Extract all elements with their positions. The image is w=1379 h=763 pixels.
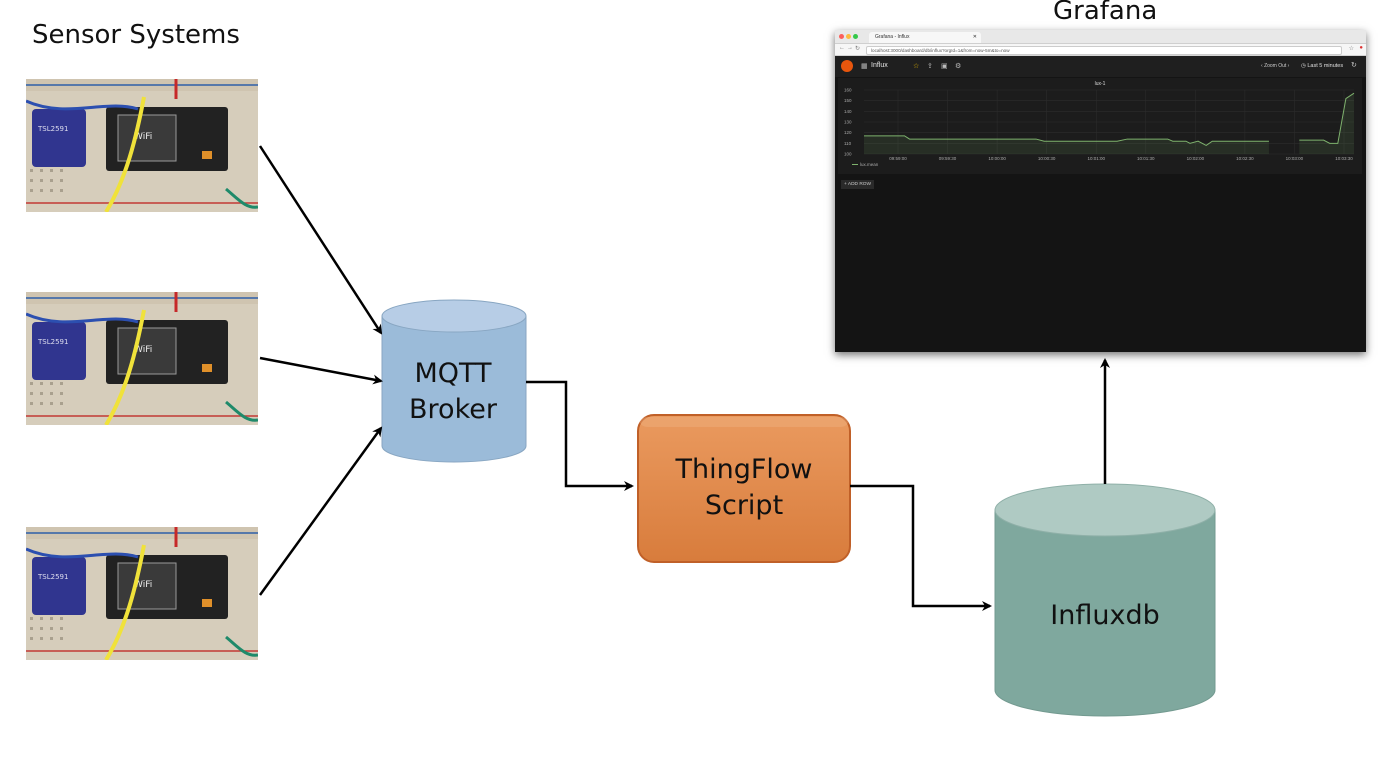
browser-tab-title: Grafana - Influx bbox=[875, 34, 910, 40]
lux-sensor-board bbox=[32, 322, 86, 380]
save-icon[interactable]: ▣ bbox=[941, 63, 948, 70]
maximize-window-icon[interactable] bbox=[853, 34, 858, 39]
share-icon[interactable]: ⇪ bbox=[927, 63, 933, 70]
influxdb-label: Influxdb bbox=[1050, 600, 1160, 631]
grafana-logo-icon[interactable] bbox=[841, 60, 853, 72]
series-area bbox=[864, 135, 1269, 154]
series-line-lux.mean bbox=[864, 135, 1269, 147]
lux-chart: 160 150 140 130 120 110 100 09:59:00 09:59:30 10:… bbox=[844, 88, 1355, 161]
x-tick-label: 10:01:00 bbox=[1087, 156, 1105, 161]
svg-text:TSL2591: TSL2591 bbox=[37, 125, 68, 133]
minimize-window-icon[interactable] bbox=[846, 34, 851, 39]
thingflow-label-line1: ThingFlow bbox=[675, 454, 813, 485]
x-tick-label: 10:03:00 bbox=[1286, 156, 1304, 161]
thingflow-script-label: ThingFlow Script bbox=[638, 452, 850, 523]
x-tick-label: 09:59:30 bbox=[939, 156, 957, 161]
svg-text:WiFi: WiFi bbox=[134, 345, 152, 355]
grid-icon: ▦ bbox=[861, 63, 868, 70]
x-tick-label: 10:00:00 bbox=[988, 156, 1006, 161]
browser-address-bar: ← → ↻ localhost:3000/dashboard/db/influx… bbox=[835, 44, 1366, 56]
star-icon[interactable]: ☆ bbox=[913, 63, 920, 70]
y-tick-label: 120 bbox=[844, 130, 852, 135]
grafana-navbar: ▦ Influx ☆ ⇪ ▣ ⚙ ‹ Zoom Out › ◷ Last 5 m… bbox=[835, 56, 1366, 77]
influxdb-cylinder bbox=[994, 483, 1216, 717]
y-tick-label: 130 bbox=[844, 120, 852, 125]
arrow-sensor-1-to-mqtt bbox=[258, 145, 383, 335]
sensor-photo-2: TSL2591 WiFi bbox=[26, 292, 258, 425]
time-range-picker[interactable]: ◷ Last 5 minutes bbox=[1301, 63, 1344, 69]
legend-swatch bbox=[852, 164, 858, 166]
graph-panel[interactable]: lux-1 160 150 140 130 120 110 100 09:59:00 09:59… bbox=[838, 78, 1362, 174]
close-window-icon[interactable] bbox=[839, 34, 844, 39]
svg-text:TSL2591: TSL2591 bbox=[37, 338, 68, 346]
url-field[interactable]: localhost:3000/dashboard/db/influx?orgId… bbox=[866, 46, 1342, 55]
mqtt-label-line2: Broker bbox=[409, 393, 497, 425]
y-tick-label: 140 bbox=[844, 109, 852, 114]
arrow-mqtt-to-thingflow bbox=[526, 380, 634, 491]
y-tick-label: 160 bbox=[844, 88, 852, 93]
x-tick-label: 10:02:00 bbox=[1187, 156, 1205, 161]
arrow-sensor-2-to-mqtt bbox=[259, 356, 383, 385]
panel-title: lux-1 bbox=[1094, 81, 1106, 87]
y-tick-label: 110 bbox=[844, 141, 852, 146]
legend-series-name: lux.mean bbox=[860, 162, 879, 167]
reload-icon[interactable]: ↻ bbox=[855, 46, 861, 52]
sensor-systems-heading: Sensor Systems bbox=[32, 20, 240, 50]
chart-legend: lux.mean bbox=[852, 162, 878, 167]
svg-text:TSL2591: TSL2591 bbox=[37, 573, 68, 581]
refresh-icon[interactable]: ↻ bbox=[1351, 62, 1357, 69]
browser-tab-bar: Grafana - Influx ✕ bbox=[835, 30, 1366, 44]
thingflow-label-line2: Script bbox=[704, 489, 784, 521]
x-tick-label: 10:01:30 bbox=[1137, 156, 1155, 161]
series-area bbox=[1299, 93, 1354, 154]
extension-icon[interactable]: ● bbox=[1359, 45, 1363, 51]
bookmark-star-icon[interactable]: ☆ bbox=[1348, 46, 1354, 52]
browser-tab[interactable]: Grafana - Influx ✕ bbox=[869, 32, 981, 43]
sensor-photo-1: TSL2591 WiFi bbox=[26, 79, 258, 212]
mqtt-broker-label: MQTT Broker bbox=[380, 356, 526, 427]
x-tick-label: 10:00:30 bbox=[1038, 156, 1056, 161]
sensor-photo-3: TSL2591 WiFi bbox=[26, 527, 258, 660]
svg-text:WiFi: WiFi bbox=[134, 580, 152, 590]
dashboard-picker[interactable]: Influx bbox=[871, 62, 888, 69]
y-tick-label: 100 bbox=[844, 152, 852, 157]
grafana-heading: Grafana bbox=[1053, 0, 1158, 26]
y-tick-label: 150 bbox=[844, 98, 852, 103]
mqtt-broker-cylinder bbox=[381, 299, 527, 463]
add-row-button[interactable]: + ADD ROW bbox=[841, 180, 875, 189]
lux-sensor-board bbox=[32, 109, 86, 167]
svg-text:WiFi: WiFi bbox=[134, 132, 152, 142]
tab-close-icon[interactable]: ✕ bbox=[972, 34, 977, 40]
x-tick-label: 09:59:00 bbox=[889, 156, 907, 161]
x-tick-label: 10:03:30 bbox=[1335, 156, 1353, 161]
x-tick-label: 10:02:30 bbox=[1236, 156, 1254, 161]
zoom-out-button[interactable]: ‹ Zoom Out › bbox=[1261, 63, 1290, 69]
arrow-thingflow-to-influxdb bbox=[850, 484, 992, 611]
thingflow-script-box bbox=[637, 414, 851, 563]
back-icon[interactable]: ← bbox=[839, 45, 845, 51]
mqtt-label-line1: MQTT bbox=[414, 358, 492, 389]
series-line-lux.mean bbox=[1299, 92, 1355, 144]
settings-gear-icon[interactable]: ⚙ bbox=[955, 63, 962, 70]
grafana-screenshot: Grafana - Influx ✕ ← → ↻ localhost:3000/… bbox=[835, 30, 1366, 352]
forward-icon[interactable]: → bbox=[847, 45, 853, 51]
lux-sensor-board bbox=[32, 557, 86, 615]
arrow-sensor-3-to-mqtt bbox=[258, 426, 383, 596]
